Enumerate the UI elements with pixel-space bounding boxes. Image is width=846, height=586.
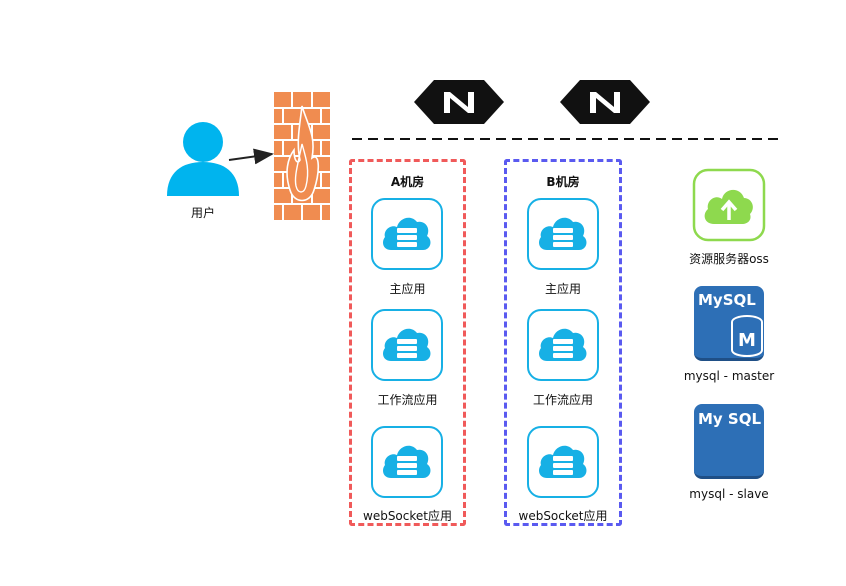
room-b-main-app xyxy=(527,198,599,270)
cloud-server-icon xyxy=(383,328,431,361)
user-node: 用户 xyxy=(160,118,246,224)
user-to-firewall-arrow xyxy=(228,148,274,165)
oss-label: 资源服务器oss xyxy=(689,252,769,266)
firewall-icon xyxy=(274,92,330,220)
oss-cloud-upload-icon xyxy=(692,168,766,242)
cloud-server-icon xyxy=(539,328,587,361)
mysql-database-icon xyxy=(694,404,764,479)
room-b-main-app-label: 主应用 xyxy=(544,282,581,296)
room-a xyxy=(349,159,466,526)
cloud-server-icon xyxy=(383,445,431,478)
room-b-title: B机房 xyxy=(546,175,580,189)
network-boundary-line xyxy=(352,138,784,140)
room-a-title: A机房 xyxy=(390,175,425,189)
database-cylinder-icon xyxy=(731,315,763,357)
room-b-workflow-app-label: 工作流应用 xyxy=(532,393,593,407)
nginx-icon xyxy=(414,80,504,124)
user-label: 用户 xyxy=(190,206,215,220)
mysql-slave-label: mysql - slave xyxy=(689,487,769,501)
mysql-master-icon: MySQL M xyxy=(694,286,766,361)
room-a-workflow-app xyxy=(371,309,443,381)
user-icon xyxy=(167,122,239,196)
mysql-master-badge: M xyxy=(738,330,756,351)
room-a-main-app xyxy=(371,198,443,270)
cloud-server-icon xyxy=(383,217,431,250)
cloud-server-icon xyxy=(539,217,587,250)
mysql-slave-icon: My SQL xyxy=(694,404,766,479)
mysql-slave-logo: My SQL xyxy=(698,410,762,428)
room-b-workflow-app xyxy=(527,309,599,381)
room-b xyxy=(504,159,622,526)
room-a-websocket-app xyxy=(371,426,443,498)
room-a-main-app-label: 主应用 xyxy=(389,282,426,296)
mysql-master-label: mysql - master xyxy=(683,369,775,383)
nginx-icon xyxy=(560,80,650,124)
cloud-server-icon xyxy=(539,445,587,478)
room-a-websocket-app-label: webSocket应用 xyxy=(363,509,452,523)
room-a-workflow-app-label: 工作流应用 xyxy=(377,393,438,407)
mysql-master-logo: MySQL xyxy=(698,291,756,309)
room-b-websocket-app-label: webSocket应用 xyxy=(518,509,608,523)
room-b-websocket-app xyxy=(527,426,599,498)
